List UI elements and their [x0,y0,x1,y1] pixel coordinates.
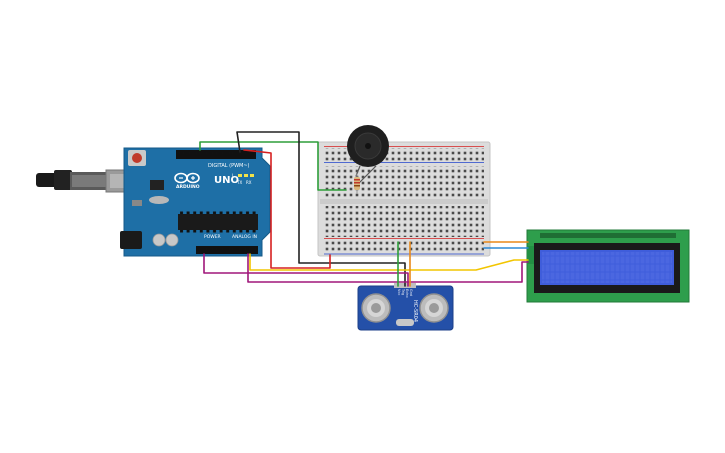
power-label: POWER [204,234,221,240]
sensor-pin-echo: Echo [405,289,409,298]
usb-cable [36,169,137,193]
wire-red-5v [243,149,331,269]
resistor[interactable] [354,174,360,194]
wire-green-buzzer [199,141,347,191]
arduino-uno-board[interactable]: DIGITAL (PWM~) L TX RX ARDUINO UNO [36,147,271,257]
wire-purple-1 [203,253,409,287]
analog-in-label: ANALOG IN [232,234,257,240]
rx-led-label: RX [246,180,252,185]
uno-label: UNO [214,175,239,186]
arduino-logo-icon [174,172,200,184]
sensor-model-label: HC-SR04 [412,300,418,322]
breadboard[interactable] [317,141,491,257]
wire-black-gnd [236,131,406,287]
l-led-label: L [232,173,235,178]
digital-pwm-label: DIGITAL (PWM~) [208,163,250,169]
sensor-pin-gnd: Gnd [409,289,413,296]
atmega-chip [178,210,258,234]
sensor-pin-vcc: Vcc [397,289,401,295]
lcd-16x2-display[interactable] [526,229,690,303]
wire-purple-2 [247,253,529,283]
hc-sr04-sensor[interactable]: Vcc Trig Echo Gnd HC-SR04 [357,283,454,331]
wire-yellow [249,253,529,271]
wires [199,131,529,287]
arduino-logo-text: ARDUINO [176,184,200,190]
piezo-buzzer[interactable] [347,125,389,185]
sensor-pin-trig: Trig [401,288,405,295]
tx-led-label: TX [236,180,242,185]
